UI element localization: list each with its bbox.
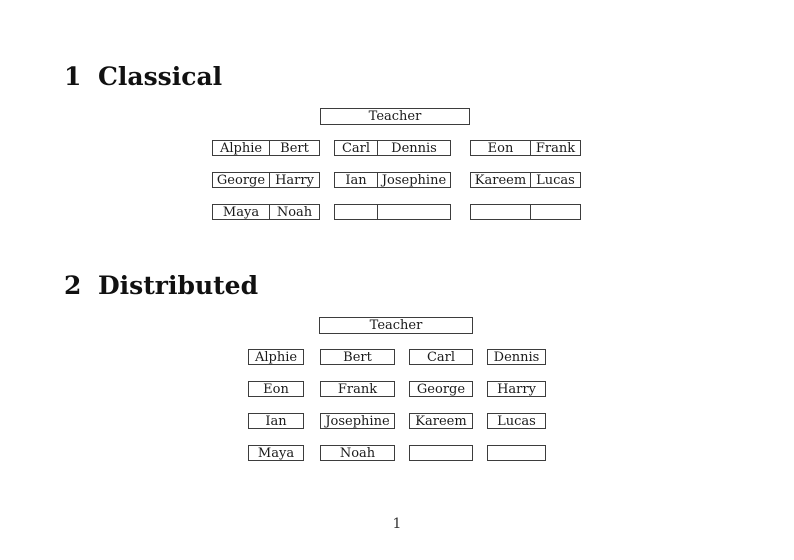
distributed-desk: Carl — [409, 349, 473, 365]
teacher-label: Teacher — [369, 318, 423, 333]
seat-cell: Bert — [269, 141, 319, 156]
distributed-desk: George — [409, 381, 473, 397]
distributed-teacher-box: Teacher — [319, 317, 473, 334]
seat-cell: Ian — [345, 172, 367, 188]
seat-cell: Noah — [269, 205, 319, 220]
seat-cell: Eon — [263, 381, 289, 397]
distributed-desk: Eon — [248, 381, 304, 397]
teacher-label: Teacher — [368, 109, 422, 124]
seat-cell: Maya — [257, 445, 295, 461]
seat-cell: Carl — [341, 140, 371, 156]
seat-cell: Kareem — [415, 413, 467, 429]
distributed-desk: Dennis — [487, 349, 546, 365]
classical-desk-pair: Carl Dennis — [334, 140, 451, 156]
distributed-desk: Harry — [487, 381, 546, 397]
section-heading-classical: 1 Classical — [64, 63, 222, 91]
distributed-desk: Alphie — [248, 349, 304, 365]
seat-cell: Dennis — [493, 349, 540, 365]
distributed-desk: Noah — [320, 445, 395, 461]
seat-cell-empty — [530, 205, 580, 219]
seat-cell: Carl — [426, 349, 456, 365]
seat-cell: Alphie — [254, 349, 298, 365]
distributed-desk: Kareem — [409, 413, 473, 429]
seat-cell: Dennis — [377, 141, 450, 156]
distributed-desk: Bert — [320, 349, 395, 365]
classical-teacher-box: Teacher — [320, 108, 470, 125]
seat-cell: Kareem — [474, 172, 527, 188]
distributed-desk: Josephine — [320, 413, 395, 429]
seat-cell: Harry — [269, 173, 319, 188]
seat-cell: Noah — [339, 445, 376, 461]
classical-desk-pair-empty — [470, 204, 581, 220]
seat-cell: Bert — [343, 349, 372, 365]
seat-cell: Josephine — [325, 413, 390, 429]
seat-cell: Lucas — [497, 413, 536, 429]
distributed-desk: Ian — [248, 413, 304, 429]
seat-cell-empty — [377, 205, 450, 219]
distributed-desk: Lucas — [487, 413, 546, 429]
classical-desk-pair: Alphie Bert — [212, 140, 320, 156]
classical-desk-pair: Kareem Lucas — [470, 172, 581, 188]
classical-desk-pair: George Harry — [212, 172, 320, 188]
seat-cell: Harry — [497, 381, 536, 397]
section-number: 2 — [64, 271, 82, 300]
distributed-desk: Frank — [320, 381, 395, 397]
seat-cell: George — [416, 381, 466, 397]
seat-cell: Josephine — [377, 173, 450, 188]
classical-desk-pair: Eon Frank — [470, 140, 581, 156]
section-title: Classical — [98, 62, 223, 91]
page-number: 1 — [392, 516, 402, 532]
section-heading-distributed: 2 Distributed — [64, 272, 258, 300]
seat-cell: Alphie — [219, 140, 263, 156]
seat-cell: Frank — [337, 381, 378, 397]
classical-desk-pair: Ian Josephine — [334, 172, 451, 188]
distributed-desk-empty — [409, 445, 473, 461]
section-title: Distributed — [98, 271, 259, 300]
seat-cell: Ian — [265, 413, 287, 429]
distributed-desk: Maya — [248, 445, 304, 461]
seat-cell: Eon — [487, 140, 514, 156]
classical-desk-pair: Maya Noah — [212, 204, 320, 220]
classical-desk-pair-empty — [334, 204, 451, 220]
seat-cell: George — [216, 172, 266, 188]
seat-cell: Lucas — [530, 173, 580, 188]
seat-cell: Frank — [530, 141, 580, 156]
distributed-desk-empty — [487, 445, 546, 461]
seat-cell-empty — [471, 205, 530, 219]
seat-cell-empty — [335, 205, 377, 219]
section-number: 1 — [64, 62, 82, 91]
seat-cell: Maya — [222, 204, 260, 220]
